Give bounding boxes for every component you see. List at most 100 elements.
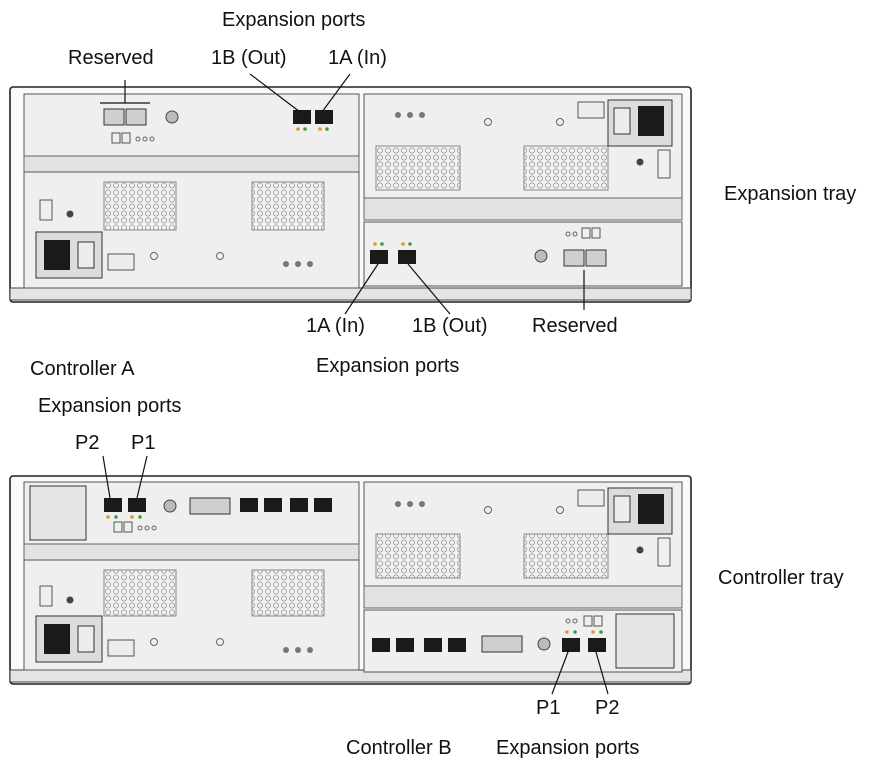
screw-hole (216, 638, 224, 646)
status-led (636, 546, 644, 554)
screw-icon (537, 637, 551, 651)
seven-segment-display (593, 615, 603, 627)
screw-icon (307, 261, 313, 267)
controller-a-label: Controller A (30, 358, 135, 380)
port-led-green (573, 630, 577, 634)
port-1a-in-label-top: 1A (In) (328, 47, 387, 69)
status-led-panel (39, 585, 53, 607)
status-led (144, 525, 150, 531)
controller-b-expansion-ports-label: Expansion ports (496, 737, 639, 759)
expansion-tray-divider-rail (363, 197, 683, 221)
status-led (572, 618, 578, 624)
port-1b-leader-top (249, 73, 301, 113)
reserved-port-a1 (103, 108, 125, 126)
port-1b-out-label-bottom: 1B (Out) (412, 315, 488, 337)
host-port (264, 498, 282, 512)
reserved-port-b1 (563, 249, 585, 267)
controller-b-label: Controller B (346, 737, 452, 759)
screw-icon (407, 501, 413, 507)
controller-a-p2-leader (102, 455, 111, 499)
expansion-port-1b-b (398, 250, 416, 264)
controller-a-p2-label: P2 (75, 432, 99, 454)
port-led-amber (296, 127, 300, 131)
screw-icon (163, 499, 177, 513)
screw-icon (395, 112, 401, 118)
power-switch-icon (77, 241, 95, 269)
fan-vent-grid (375, 145, 461, 191)
screw-icon (307, 647, 313, 653)
seven-segment-display (113, 521, 123, 533)
screw-icon (407, 112, 413, 118)
power-switch-icon (77, 625, 95, 653)
controller-a-expansion-ports-label: Expansion ports (38, 395, 181, 417)
controller-a-p1-leader (136, 455, 148, 499)
screw-icon (419, 501, 425, 507)
host-port (290, 498, 308, 512)
port-led-green (408, 242, 412, 246)
port-led-green (138, 515, 142, 519)
fan-vent-grid (375, 533, 461, 579)
expansion-tray-divider-rail (23, 155, 360, 173)
port-led-amber (565, 630, 569, 634)
port-led-amber (373, 242, 377, 246)
port-1a-in-label-bottom: 1A (In) (306, 315, 365, 337)
controller-b-p1-leader (551, 651, 569, 695)
controller-a-handle (29, 485, 87, 541)
reserved-leader-top (100, 80, 150, 104)
expansion-ports-label-top: Expansion ports (222, 9, 365, 31)
controller-b-handle (615, 613, 675, 669)
screw-icon (283, 647, 289, 653)
status-led (151, 525, 157, 531)
seven-segment-display (581, 227, 591, 239)
status-led (149, 136, 155, 142)
fan-vent-grid (523, 533, 609, 579)
fan-vent-grid (523, 145, 609, 191)
port-led-amber (318, 127, 322, 131)
controller-b-port-p2 (588, 638, 606, 652)
port-led-green (380, 242, 384, 246)
power-socket-icon (638, 106, 664, 136)
controller-tray-label: Controller tray (718, 567, 844, 589)
host-port (240, 498, 258, 512)
expansion-port-1a (315, 110, 333, 124)
fan-vent-grid (103, 569, 177, 617)
status-led-panel (657, 149, 671, 179)
controller-b-p2-label: P2 (595, 697, 619, 719)
controller-b-p2-leader (595, 651, 609, 695)
host-port (372, 638, 390, 652)
host-port (314, 498, 332, 512)
host-port (448, 638, 466, 652)
power-socket-icon (638, 494, 664, 524)
status-led (565, 618, 571, 624)
port-led-green (325, 127, 329, 131)
controller-tray (9, 475, 692, 685)
screw-icon (534, 249, 548, 263)
seven-segment-display (591, 227, 601, 239)
port-led-amber (401, 242, 405, 246)
expansion-tray (9, 86, 692, 303)
power-socket-icon (44, 240, 70, 270)
seven-segment-display (583, 615, 593, 627)
screw-hole (556, 506, 564, 514)
controller-a-p1-label: P1 (131, 432, 155, 454)
led-panel (577, 489, 605, 507)
reserved-port-a2 (125, 108, 147, 126)
status-led (572, 231, 578, 237)
controller-b-p1-label: P1 (536, 697, 560, 719)
screw-hole (216, 252, 224, 260)
status-led (66, 210, 74, 218)
controller-a-port-p2 (104, 498, 122, 512)
controller-b-port-p1 (562, 638, 580, 652)
fan-vent-grid (251, 569, 325, 617)
status-led (565, 231, 571, 237)
port-led-amber (130, 515, 134, 519)
screw-icon (165, 110, 179, 124)
power-switch-icon (613, 495, 631, 523)
port-led-green (303, 127, 307, 131)
screw-icon (395, 501, 401, 507)
port-1a-leader-top (321, 73, 351, 113)
expansion-tray-label: Expansion tray (724, 183, 856, 205)
screw-hole (150, 638, 158, 646)
port-led-amber (106, 515, 110, 519)
